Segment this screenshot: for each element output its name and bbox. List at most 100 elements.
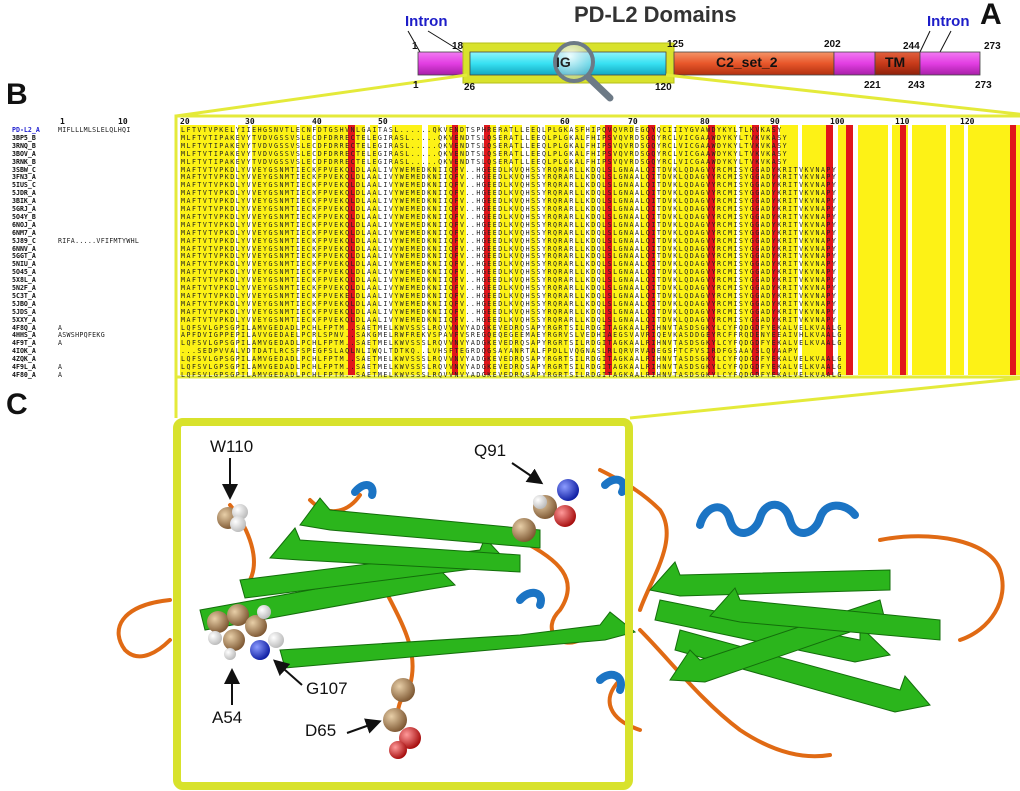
sequence-name: 4F9L_A — [12, 363, 36, 371]
sequence-prefix: RIFA.....VFIFMTYWHL — [58, 236, 140, 245]
c2-label: C2_set_2 — [716, 54, 778, 70]
similarity-column — [428, 125, 440, 375]
residue-label-d65: D65 — [305, 721, 337, 740]
sequence-residues: MAFTVTVPKDLYVVEYGSNMTIECKFPVEKQLDLAALIVY… — [181, 220, 838, 229]
similarity-column — [500, 125, 510, 375]
sequence-residues: APFDVIGPPEPILAVVGEDAELPCRLSPNV..SAKGMELR… — [181, 331, 843, 340]
conserved-column — [452, 125, 458, 375]
residue-a54-atoms — [207, 604, 271, 660]
sequence-name: 3RNK_B — [12, 157, 36, 166]
num-bottom-221: 221 — [864, 80, 881, 91]
sequence-residues: LQFSVLGPSGPILAMVGEDADLPCHLFPTM..SAETMELK… — [181, 355, 843, 364]
sequence-residues: MAFTVTVPKDLYVVEYGSNMTIECKFPVEKQLDLAALIVY… — [181, 173, 838, 182]
similarity-column — [458, 125, 466, 375]
sequence-residues: MLFTVTIPAKEVYTVDVGSSVSLECDFDRRECTELEGIRA… — [181, 133, 789, 142]
intron-right-label: Intron — [927, 13, 970, 30]
conserved-column — [752, 125, 759, 375]
sequence-prefix: A — [58, 323, 63, 332]
sequence-residues: MAFTVTVPKDLYVVEYGSNMTIECKFPVEKQLDLAALIVY… — [181, 165, 838, 174]
sequence-residues: MAFTVTVPKDLYVVEYGSNMTIECKFPVEKQLDLAALIVY… — [181, 181, 838, 190]
ruler-tick-label: 60 — [560, 117, 570, 126]
num-bottom-273: 273 — [975, 80, 992, 91]
conserved-column — [708, 125, 715, 375]
similarity-column — [740, 125, 754, 375]
residue-w110-atoms — [217, 504, 248, 532]
sequence-prefix: A — [58, 363, 63, 371]
sequence-residues: MAFTVTVPKDLYVVEYGSNMTIECKFPVEKELDLAALIVY… — [181, 291, 838, 300]
panel-label-c: C — [6, 388, 28, 421]
intron-right-tick-2 — [939, 30, 952, 53]
arrow-g107 — [273, 659, 303, 686]
sequence-residues: MAFTVTVPKDLYVVEYGSNMTIECKFPVEKQLDLAALIVY… — [181, 276, 838, 285]
tm-label: TM — [885, 54, 906, 70]
sequence-name: 3BP5_B — [12, 133, 36, 142]
num-top-18: 18 — [452, 41, 464, 52]
domain-map-svg — [175, 30, 1020, 118]
ig-domain-highlight-frame — [173, 418, 633, 790]
coil-loop-left — [116, 598, 172, 659]
sequence-name: 5GRJ_A — [12, 205, 36, 213]
helix-small-right — [601, 475, 628, 496]
alpha-helices — [351, 475, 859, 694]
sequence-name: 4F9T_A — [12, 339, 36, 348]
sequence-residues: MAFTVTVPKDLYVVEYGSNMTIECKFPVEKQLDLAALIVY… — [181, 299, 838, 308]
similarity-column — [530, 125, 538, 375]
residue-label-w110: W110 — [210, 437, 254, 456]
sequence-name: 6NM7_A — [12, 228, 36, 237]
similarity-column — [392, 125, 422, 375]
ruler-tick-label: 120 — [960, 117, 975, 126]
num-top-273: 273 — [984, 41, 1001, 52]
similarity-column — [760, 125, 772, 375]
arrow-d65 — [346, 718, 382, 734]
num-bottom-120: 120 — [655, 82, 672, 93]
cytoplasmic-segment — [919, 51, 981, 76]
sequence-residues: MAFTVTVPKDLYVVEYGSNMTIECKFPVEKQLDLAALIVY… — [181, 212, 838, 221]
helix-small-bottom — [596, 670, 625, 694]
similarity-column — [512, 125, 522, 375]
magnifier-handle-icon — [584, 73, 614, 102]
ruler-tick-label: 110 — [895, 117, 910, 126]
sequence-name: 4F8Q_A — [12, 323, 36, 332]
ruler-tick-label: 90 — [770, 117, 780, 126]
sequence-name: PD-L2_A — [12, 126, 40, 134]
zoom-line-left — [175, 73, 468, 118]
sequence-residues: MLFTVTIPAKEVYTVDVGSSVSLECDFDRRECTELEGIRA… — [181, 157, 789, 166]
domain-map-title: PD-L2 Domains — [574, 2, 737, 27]
similarity-column — [676, 125, 736, 375]
sequence-residues: MAFTVTVPKDLYVVEYGSNMTIECKFPVEKQLDLAALIVY… — [181, 268, 838, 277]
alignment-frame-svg — [174, 114, 1020, 420]
similarity-column — [660, 125, 672, 375]
residue-label-a54: A54 — [212, 708, 243, 727]
num-top-244: 244 — [903, 41, 920, 52]
ruler-tick-label: 20 — [180, 117, 190, 126]
strand-5 — [279, 611, 637, 669]
similarity-column — [590, 125, 596, 375]
helix-small-mid — [516, 588, 545, 609]
conserved-column — [772, 125, 778, 375]
sequence-name: 5J89_C — [12, 236, 36, 245]
ruler-tick-label: 10 — [118, 117, 128, 126]
sequence-residues: MAFTVTVPKDLYVVEYGSNMTIECKFPVEKQLDLAALIVY… — [181, 260, 838, 269]
magnifier-icon — [553, 41, 595, 83]
sequence-residues: MAFTVTVPKDLYVVEYGSNMTIECKFPVEKQLDLAALIVY… — [181, 197, 838, 206]
sequence-residues: MLFTVTIPAKEVYTVDVGSSVSLECDFDRRECTELEGIRA… — [181, 141, 789, 150]
sequence-name: 5O45_A — [12, 268, 36, 277]
strand-10 — [709, 587, 941, 641]
coil-loop-bottom — [638, 628, 832, 759]
sequence-name: 3FN3_A — [12, 173, 36, 182]
arrow-q91 — [511, 462, 544, 485]
sequence-residues: MAFTVTVPKDLYVVEYGSNMTIECKFPVEKQLDLAALIVY… — [181, 205, 838, 213]
num-bottom-1: 1 — [413, 80, 419, 91]
similarity-column — [252, 125, 297, 375]
similarity-column — [858, 125, 888, 375]
sequence-name: 4ZQK_A — [12, 355, 36, 364]
sequence-residues: MAFTVTVPKDLYVVEYGSNMTIECKFPVEKQLDLAALIVY… — [181, 189, 838, 198]
residue-label-q91: Q91 — [474, 441, 507, 460]
sequence-name: 3BIK_A — [12, 197, 36, 206]
helix-small-top — [351, 481, 377, 499]
intron-right-tick — [919, 30, 931, 53]
sequence-name: 4HHS_A — [12, 331, 36, 340]
conserved-column — [1010, 125, 1016, 375]
sequence-name: 3RNQ_B — [12, 141, 36, 150]
